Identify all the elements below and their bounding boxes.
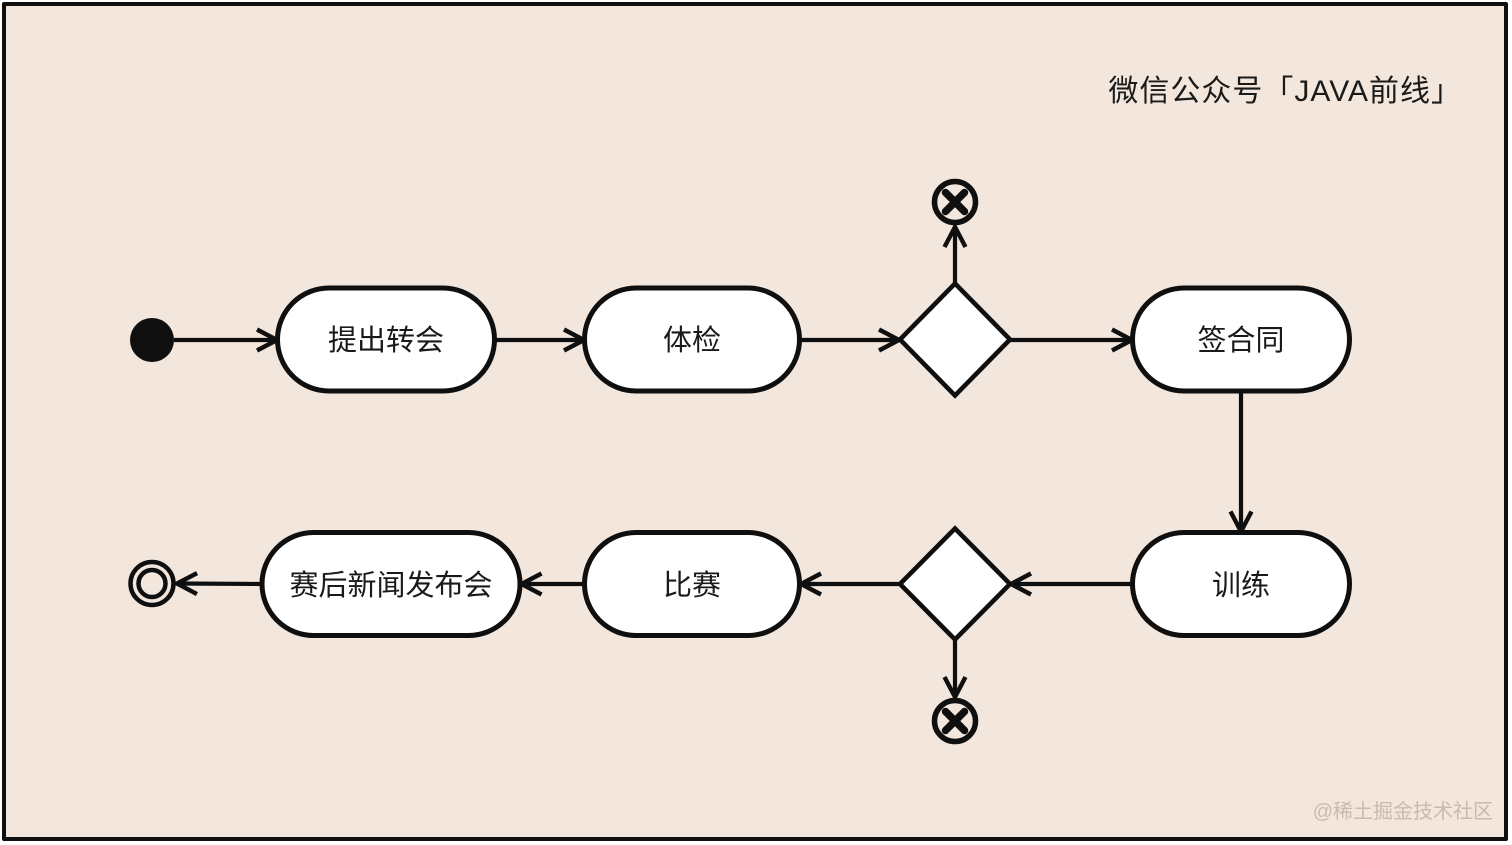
activity-shape <box>582 530 802 638</box>
final-node <box>128 559 176 608</box>
activity-shape <box>275 285 497 394</box>
activity-label: 比赛 <box>663 569 721 602</box>
decision-node-2 <box>896 525 1014 643</box>
activity-node-match: 比赛 <box>582 530 802 638</box>
flow-final-circle <box>931 178 979 226</box>
activity-label: 训练 <box>1212 569 1270 602</box>
activity-shape <box>1130 285 1352 394</box>
edge-press-conference-to-end <box>172 571 263 597</box>
activity-node-propose-transfer: 提出转会 <box>275 285 497 394</box>
final-node-inner-ring <box>136 567 168 600</box>
activity-node-training: 训练 <box>1130 530 1352 638</box>
final-node-outer-ring <box>128 559 176 608</box>
activity-node-physical-exam: 体检 <box>582 285 802 394</box>
flow-final-node-bottom <box>931 697 979 745</box>
flow-final-circle <box>931 697 979 745</box>
activity-shape <box>582 285 802 394</box>
activity-label: 赛后新闻发布会 <box>289 569 492 602</box>
activity-node-sign-contract: 签合同 <box>1130 285 1352 394</box>
activity-shape <box>1130 530 1352 638</box>
x-icon <box>941 707 969 735</box>
activity-node-press-conference: 赛后新闻发布会 <box>259 530 523 638</box>
activity-label: 提出转会 <box>328 324 444 357</box>
edges <box>172 222 1254 702</box>
page-title: 微信公众号「JAVA前线」 <box>1108 75 1462 108</box>
activity-shape <box>259 530 523 638</box>
decision-node-1 <box>896 280 1014 399</box>
x-icon <box>941 188 969 216</box>
flow-final-node-top <box>931 178 979 226</box>
activity-label: 体检 <box>663 324 721 357</box>
activity-label: 签合同 <box>1197 324 1284 357</box>
initial-node <box>130 318 174 362</box>
watermark: @稀土掘金技术社区 <box>1312 801 1493 823</box>
